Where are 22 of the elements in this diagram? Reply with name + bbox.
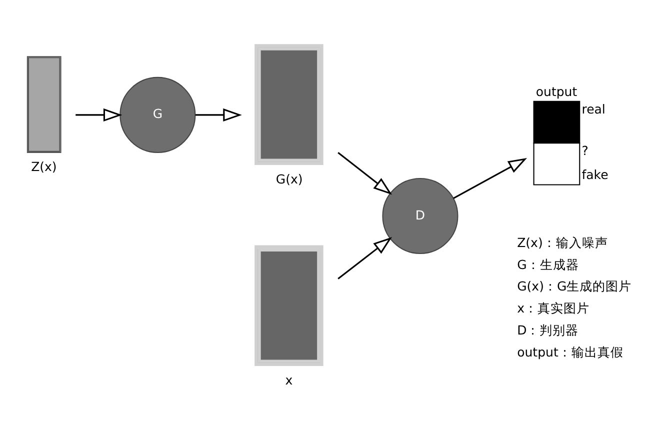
label: output：输出真假 xyxy=(517,344,624,359)
arrow xyxy=(76,108,122,122)
node-box xyxy=(254,244,324,366)
node-label: fake xyxy=(582,166,608,182)
node-label: ? xyxy=(582,142,588,158)
label: x：真实图片 xyxy=(517,300,590,315)
node-label: output xyxy=(536,83,578,98)
node-label: Z(x) xyxy=(31,158,57,174)
arrow xyxy=(195,108,242,122)
arrow xyxy=(338,151,392,194)
node-label: x xyxy=(285,372,293,387)
node-box xyxy=(254,44,324,164)
label: D：判别器 xyxy=(517,322,579,337)
node-circle: D xyxy=(382,178,458,254)
label: G：生成器 xyxy=(517,256,579,272)
arrow xyxy=(453,158,528,199)
label: Z(x)：输入噪声 xyxy=(517,234,608,250)
arrow xyxy=(338,236,392,279)
node-circle: G xyxy=(120,76,196,152)
node-label: real xyxy=(582,101,606,116)
label: G(x)：G生成的图片 xyxy=(517,278,632,294)
node-label: G(x) xyxy=(276,170,303,186)
